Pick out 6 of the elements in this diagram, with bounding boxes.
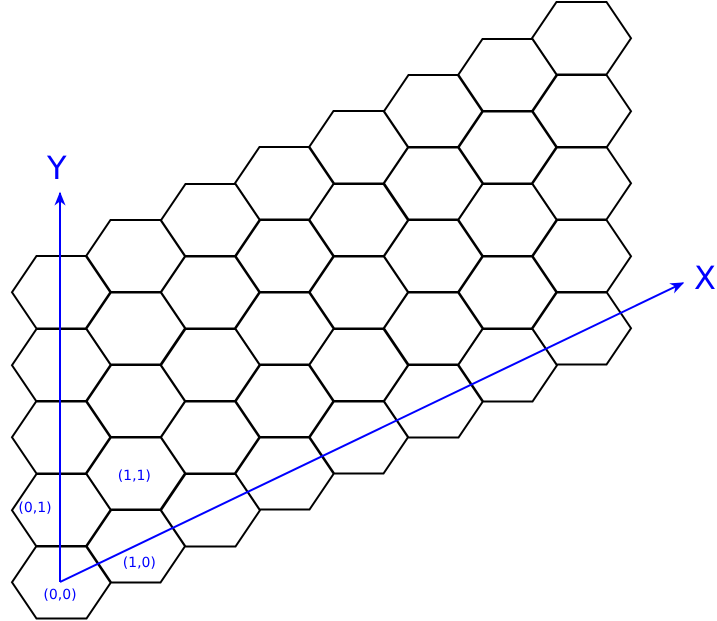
axis-label: X xyxy=(694,262,716,294)
coordinate-label: (1,1) xyxy=(118,468,151,484)
coordinate-label: (1,0) xyxy=(122,554,156,571)
coordinate-label: (0,0) xyxy=(43,587,77,603)
coordinate-label: (0,1) xyxy=(18,500,52,516)
axis-label: Y xyxy=(47,152,67,184)
